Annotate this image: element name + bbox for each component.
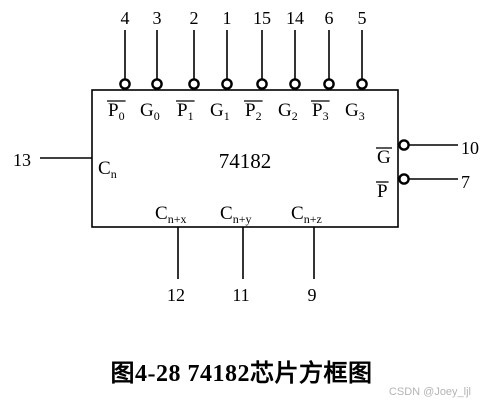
bottom-pins: Cn+x 12 Cn+y 11 Cn+z 9 <box>155 203 322 305</box>
pin-number: 1 <box>223 8 232 28</box>
pin-label-main: C <box>220 203 233 224</box>
pin-label: P2 <box>245 100 262 123</box>
top-pin: 4P0 <box>107 8 131 123</box>
right-pin: 10 G <box>376 138 479 168</box>
inversion-bubble <box>151 78 163 90</box>
inversion-bubble <box>119 78 131 90</box>
pin-label-subscript: 3 <box>359 109 365 123</box>
pin-number: 10 <box>461 138 479 158</box>
pin-number: 11 <box>232 285 249 305</box>
pin-label-subscript: n+x <box>168 212 187 226</box>
pin-label: G3 <box>345 100 365 123</box>
inversion-bubble <box>221 78 233 90</box>
pin-label: G <box>377 147 391 168</box>
pin-number: 7 <box>461 172 470 192</box>
pin-label-main: P <box>377 181 388 202</box>
figure-caption: 图4-28 74182芯片方框图 <box>0 353 483 388</box>
pin-label-subscript: n+z <box>304 212 322 226</box>
pin-label-main: C <box>155 203 168 224</box>
pin-label: Cn <box>98 158 117 181</box>
inversion-bubble <box>256 78 268 90</box>
pin-number: 2 <box>190 8 199 28</box>
bottom-pin: Cn+x 12 <box>155 203 186 305</box>
inversion-bubble <box>188 78 200 90</box>
pin-number: 4 <box>121 8 130 28</box>
caption-number: 4-28 74182 <box>135 361 250 387</box>
right-pin: 7P <box>376 172 470 202</box>
pin-label-subscript: 0 <box>119 109 125 123</box>
pin-number: 15 <box>253 8 271 28</box>
inversion-bubble <box>398 173 410 185</box>
pin-number: 12 <box>167 285 185 305</box>
pin-label-main: C <box>291 203 304 224</box>
pin-label: G0 <box>140 100 160 123</box>
bottom-pin: Cn+y 11 <box>220 203 251 305</box>
inversion-bubble <box>398 139 410 151</box>
pin-number: 13 <box>13 150 31 170</box>
pin-label-main: G <box>345 100 359 121</box>
top-pin: 3G0 <box>140 8 163 123</box>
pin-label: Cn+z <box>291 203 322 226</box>
chip-name: 74182 <box>219 149 272 173</box>
inversion-bubble <box>289 78 301 90</box>
pin-label-main: P <box>312 100 323 121</box>
caption-suffix: 芯片方框图 <box>250 358 373 387</box>
top-pin: 6P3 <box>311 8 335 123</box>
pin-label-main: P <box>245 100 256 121</box>
pin-number: 6 <box>325 8 334 28</box>
pin-label-main: G <box>278 100 292 121</box>
top-pin: 2P1 <box>176 8 200 123</box>
inversion-bubble <box>356 78 368 90</box>
pin-label: P1 <box>177 100 194 123</box>
top-pin: 1G1 <box>210 8 233 123</box>
caption-prefix: 图 <box>110 358 135 387</box>
pin-label-subscript: n+y <box>233 212 252 226</box>
pin-number: 5 <box>358 8 367 28</box>
pin-label-subscript: 2 <box>292 109 298 123</box>
pin-label: P0 <box>108 100 125 123</box>
pin-number: 9 <box>308 285 317 305</box>
pin-label: G1 <box>210 100 230 123</box>
pin-label-subscript: 2 <box>256 109 262 123</box>
inversion-bubble <box>323 78 335 90</box>
pin-label-main: P <box>108 100 119 121</box>
pin-label-subscript: 1 <box>224 109 230 123</box>
pin-label-main: C <box>98 158 111 179</box>
pin-label-subscript: 0 <box>154 109 160 123</box>
pin-label: P <box>377 181 388 202</box>
left-pin-group: 13 Cn <box>13 150 117 181</box>
pin-label-main: P <box>177 100 188 121</box>
watermark: CSDN @Joey_ljl <box>388 386 471 398</box>
bottom-pin: Cn+z 9 <box>291 203 322 305</box>
pin-number: 3 <box>153 8 162 28</box>
pin-label-main: G <box>377 147 391 168</box>
pin-label-main: G <box>140 100 154 121</box>
pin-label: Cn+y <box>220 203 251 226</box>
pin-label: P3 <box>312 100 329 123</box>
pin-label: Cn+x <box>155 203 186 226</box>
pin-label-subscript: 3 <box>323 109 329 123</box>
top-pin: 5G3 <box>345 8 368 123</box>
pin-label: G2 <box>278 100 298 123</box>
pin-label-main: G <box>210 100 224 121</box>
pin-label-subscript: 1 <box>188 109 194 123</box>
pin-number: 14 <box>286 8 304 28</box>
pin-label-subscript: n <box>111 167 117 181</box>
